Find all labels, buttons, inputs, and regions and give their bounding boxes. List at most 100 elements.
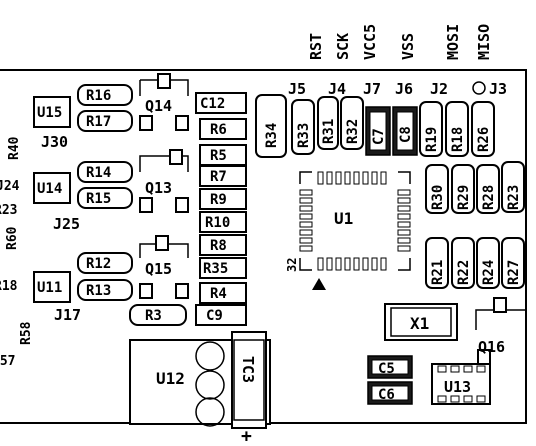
label-vcc: VCC5	[361, 24, 379, 60]
u1-pin	[344, 257, 351, 271]
u1-pin	[299, 221, 313, 228]
u1-pin	[335, 171, 342, 185]
label-rst: RST	[307, 33, 325, 60]
resistor-r14	[77, 161, 133, 183]
label-r19: R19	[424, 127, 440, 152]
label-r22: R22	[456, 260, 472, 285]
label-u15: U15	[37, 105, 62, 121]
cap-c5-c6: C5 C6	[367, 355, 413, 405]
ic-u11: U11	[33, 271, 71, 303]
u1-pin	[397, 221, 411, 228]
ic-u14: U14	[33, 172, 71, 204]
u1-pin	[299, 189, 313, 196]
label-j30: J30	[41, 133, 68, 151]
resistor-r18	[445, 101, 469, 157]
label-r21: R21	[430, 260, 446, 285]
right-resistors: R30 R29 R28 R23 R21 R22 R24 R27	[425, 161, 525, 289]
label-j3: J3	[489, 80, 507, 98]
resistor-r35	[199, 257, 247, 279]
u1-pin	[299, 237, 313, 244]
u1-pin	[299, 197, 313, 204]
resistor-r13	[77, 279, 133, 301]
u1-pin	[326, 171, 333, 185]
label-j7: J7	[363, 80, 381, 98]
resistor-r7	[199, 165, 247, 187]
label-plus: +	[241, 426, 252, 446]
left-resistors: R16 R17 R14 R15 R12 R13 R3	[77, 84, 187, 326]
u1-pins	[299, 171, 411, 271]
u1-pin	[362, 257, 369, 271]
u1-pin	[380, 257, 387, 271]
cap-c9	[195, 304, 247, 326]
u1-pin	[380, 171, 387, 185]
connector-u12: U12 TC3 +	[129, 331, 271, 446]
resistor-r33	[291, 99, 315, 155]
label-c8: C8	[398, 126, 414, 143]
label-r6: R6	[210, 122, 227, 138]
resistor-r22	[451, 237, 475, 289]
u13-pin	[450, 365, 460, 373]
u1-pin	[397, 213, 411, 220]
u1-pin	[397, 197, 411, 204]
label-r23: R23	[506, 185, 522, 210]
label-c6: C6	[378, 387, 395, 403]
label-left-1: J24	[0, 179, 20, 194]
resistor-r29	[451, 164, 475, 214]
u1-pin	[344, 171, 351, 185]
label-u14: U14	[37, 181, 62, 197]
label-left-2: R23	[0, 203, 17, 218]
label-r5: R5	[210, 148, 227, 164]
label-r31: R31	[321, 119, 337, 144]
label-j17: J17	[54, 306, 81, 324]
label-c7: C7	[371, 128, 387, 145]
resistor-r24	[476, 237, 500, 289]
label-r12: R12	[86, 256, 111, 272]
label-r17: R17	[86, 114, 111, 130]
label-r10: R10	[205, 215, 230, 231]
transistor-q16: Q16	[475, 297, 527, 365]
resistor-r10	[199, 211, 247, 233]
u1-pin	[353, 257, 360, 271]
label-mosi: MOSI	[444, 24, 462, 60]
label-r29: R29	[456, 185, 472, 210]
label-r15: R15	[86, 191, 111, 207]
u1-pin	[397, 205, 411, 212]
resistor-r21	[425, 237, 449, 289]
resistor-r4	[199, 282, 247, 304]
label-r34: R34	[264, 123, 280, 148]
label-u1-pin: 32	[285, 258, 299, 272]
label-r24: R24	[481, 260, 497, 285]
u13-pin	[437, 365, 447, 373]
label-r7: R7	[210, 169, 227, 185]
label-r30: R30	[430, 185, 446, 210]
resistor-r6	[199, 118, 247, 140]
label-j2: J2	[430, 80, 448, 98]
label-r3: R3	[145, 308, 162, 324]
transistor-q13: Q13	[139, 149, 189, 213]
label-r26: R26	[476, 127, 492, 152]
top-vertical-parts: R34 R33 R31 R32 C7 C8 R19 R18 R26	[255, 94, 495, 158]
label-r16: R16	[86, 88, 111, 104]
label-sck: SCK	[334, 33, 352, 60]
u1-pin	[353, 171, 360, 185]
label-r8: R8	[210, 238, 227, 254]
resistor-r31	[317, 96, 339, 150]
label-u1: U1	[334, 209, 353, 228]
label-left-4: R18	[0, 279, 18, 294]
label-r27: R27	[506, 260, 522, 285]
label-u13: U13	[444, 378, 471, 396]
label-tc3: TC3	[239, 356, 257, 383]
u1-pin	[299, 205, 313, 212]
u13-pin	[463, 395, 473, 403]
resistor-r9	[199, 188, 247, 210]
u1-pin	[299, 229, 313, 236]
u1-pin	[397, 229, 411, 236]
u1-pin	[397, 245, 411, 252]
resistor-r28	[476, 164, 500, 214]
label-u12: U12	[156, 369, 185, 388]
label-r28: R28	[481, 185, 497, 210]
resistor-r8	[199, 234, 247, 256]
label-q15: Q15	[145, 260, 172, 278]
j3-pad	[472, 81, 486, 95]
